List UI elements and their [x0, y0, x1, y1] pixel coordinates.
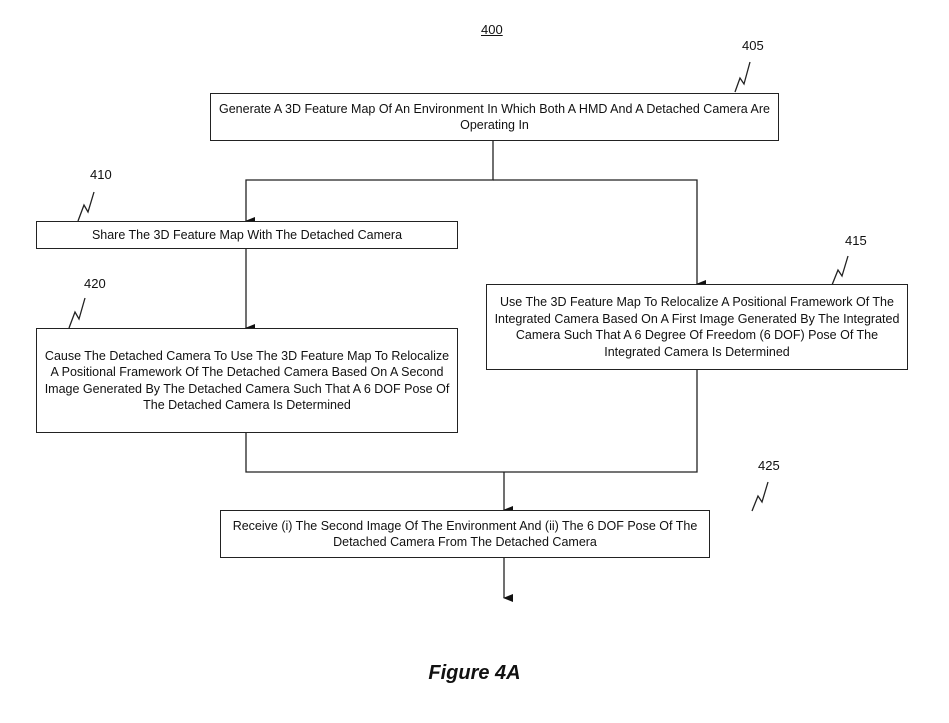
step-text-425: Receive (i) The Second Image Of The Envi…	[232, 518, 698, 550]
step-box-410: Share The 3D Feature Map With The Detach…	[36, 221, 458, 249]
step-text-415: Use The 3D Feature Map To Relocalize A P…	[494, 295, 900, 359]
ref-label-405: 405	[742, 38, 764, 53]
step-box-425: Receive (i) The Second Image Of The Envi…	[220, 510, 710, 558]
connector-420-merge	[245, 370, 698, 473]
figure-caption: Figure 4A	[428, 662, 521, 684]
leader-425	[751, 481, 769, 512]
ref-label-415: 415	[845, 233, 867, 248]
connector-split-415	[493, 179, 706, 288]
step-text-405: Generate A 3D Feature Map Of An Environm…	[219, 101, 770, 133]
leader-405	[734, 61, 751, 93]
leader-415	[831, 255, 849, 286]
leader-420	[68, 297, 86, 329]
step-box-415: Use The 3D Feature Map To Relocalize A P…	[486, 284, 908, 370]
step-box-405: Generate A 3D Feature Map Of An Environm…	[210, 93, 779, 141]
step-box-420: Cause The Detached Camera To Use The 3D …	[36, 328, 458, 433]
ref-label-410: 410	[90, 167, 112, 182]
step-text-420: Cause The Detached Camera To Use The 3D …	[44, 348, 450, 413]
leader-410	[77, 191, 95, 222]
figure-number: 400	[481, 22, 503, 37]
ref-label-425: 425	[758, 458, 780, 473]
step-text-410: Share The 3D Feature Map With The Detach…	[91, 227, 403, 242]
connector-405-split	[245, 141, 494, 225]
ref-label-420: 420	[84, 276, 106, 291]
